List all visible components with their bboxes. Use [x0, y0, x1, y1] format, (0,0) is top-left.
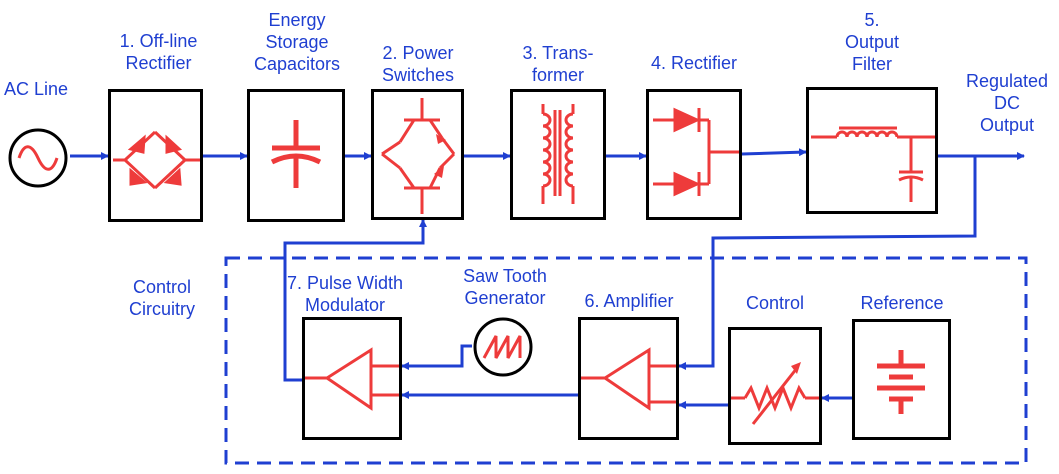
- rectifier-1-label: 1. Off-line Rectifier: [96, 30, 221, 74]
- wire-saw-to-pwm: [401, 344, 472, 370]
- filter-label: 5. Output Filter: [812, 9, 932, 75]
- rectifier-4-block: [646, 89, 742, 220]
- transistor-switch-icon: [381, 98, 456, 214]
- control-label: Control: [745, 293, 805, 313]
- storage-label-line3: Capacitors: [253, 54, 341, 74]
- wire-output-feedback: [678, 156, 977, 370]
- filter-block: [806, 87, 938, 214]
- sine-wave-icon: [8, 128, 68, 188]
- saw-label-line1: Saw Tooth: [463, 266, 547, 286]
- reference-block: [852, 319, 951, 440]
- rectifier-4-label: 4. Rectifier: [650, 53, 738, 73]
- control-circuitry-box: [224, 256, 1028, 465]
- ac-line-label: AC Line: [4, 79, 69, 99]
- rectifier-1-label-line2: Rectifier: [125, 53, 192, 73]
- pwm-block: [302, 317, 402, 440]
- output-label-line1: Regulated: [965, 71, 1049, 91]
- switches-label-line2: Switches: [381, 65, 455, 85]
- control-circuitry-label-line1: Control: [132, 277, 192, 297]
- storage-block: [247, 89, 345, 222]
- rectifier-1-label-line1: 1. Off-line: [119, 31, 198, 51]
- filter-label-line1: 5.: [864, 10, 880, 30]
- wire-rectifier4-to-filter: [741, 148, 807, 157]
- switches-label-line1: 2. Power: [382, 43, 454, 63]
- switches-block: [371, 89, 464, 220]
- control-circuitry-label: Control Circuitry: [112, 276, 212, 320]
- sawtooth-icon: [473, 317, 533, 377]
- output-label-line3: Output: [979, 115, 1035, 135]
- storage-label-line1: Energy: [268, 10, 326, 30]
- transformer-block: [510, 89, 606, 220]
- output-label: Regulated DC Output: [955, 70, 1059, 136]
- potentiometer-icon: [731, 362, 819, 425]
- filter-label-line3: Filter: [852, 54, 892, 74]
- diode-pair-icon: [653, 107, 739, 197]
- transformer-label: 3. Trans- former: [500, 42, 616, 86]
- amplifier-icon: [581, 347, 676, 411]
- capacitor-icon: [270, 120, 322, 188]
- diode-bridge-icon: [113, 130, 200, 190]
- reference-label: Reference: [860, 293, 944, 313]
- wire-pwm-to-switches: [283, 219, 427, 382]
- amplifier-label: 6. Amplifier: [584, 291, 674, 311]
- control-circuitry-label-line2: Circuitry: [129, 299, 195, 319]
- lc-filter-icon: [811, 126, 935, 202]
- storage-label-line2: Storage: [265, 32, 329, 52]
- transformer-icon: [541, 104, 575, 204]
- comparator-icon: [305, 347, 399, 411]
- filter-label-line2: Output: [844, 32, 900, 52]
- output-label-line2: DC: [994, 93, 1020, 113]
- battery-icon: [877, 350, 925, 414]
- transformer-label-line1: 3. Trans-: [522, 43, 594, 63]
- pwm-label: 7. Pulse Width Modulator: [266, 272, 424, 316]
- storage-label: Energy Storage Capacitors: [236, 9, 358, 75]
- pwm-label-line2: Modulator: [304, 295, 386, 315]
- transformer-label-line2: former: [531, 65, 584, 85]
- rectifier-1-block: [108, 89, 203, 222]
- switches-label: 2. Power Switches: [362, 42, 474, 86]
- amplifier-block: [578, 317, 679, 440]
- saw-label: Saw Tooth Generator: [452, 265, 558, 309]
- control-block: [728, 327, 822, 445]
- pwm-label-line1: 7. Pulse Width: [286, 273, 404, 293]
- saw-label-line2: Generator: [464, 288, 546, 308]
